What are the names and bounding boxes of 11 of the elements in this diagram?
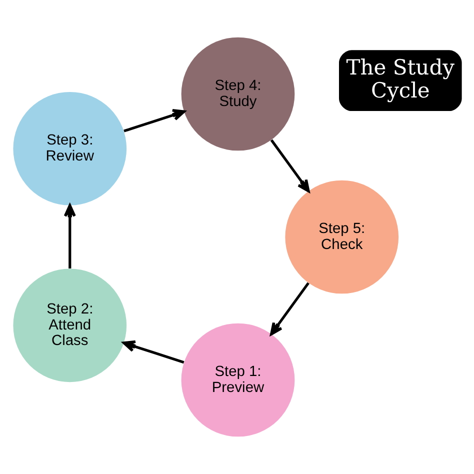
node-circle: Step 4: Study	[180, 37, 294, 151]
arrow	[270, 139, 310, 192]
node-box: The Study Cycle	[338, 50, 462, 112]
node-circle: Step 1: Preview	[180, 323, 294, 437]
arrow	[122, 340, 184, 364]
arrow	[270, 282, 309, 336]
arrow	[63, 204, 76, 268]
node-circle: Step 2: Attend Class	[12, 268, 126, 382]
node-circle: Step 5: Check	[284, 180, 398, 294]
node-circle: Step 3: Review	[12, 92, 126, 206]
arrow	[123, 109, 185, 132]
